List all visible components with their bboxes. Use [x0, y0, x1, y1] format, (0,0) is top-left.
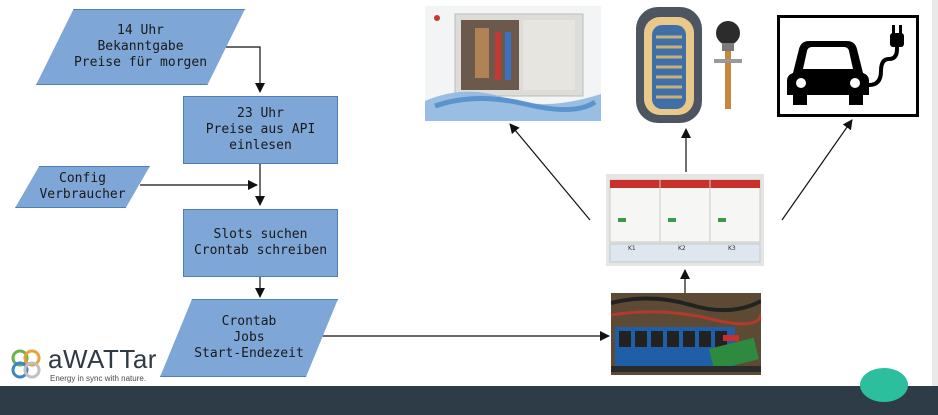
- arrow-contactor-to-heatpump: [509, 123, 591, 221]
- arrow-announce-to-read: [221, 46, 265, 93]
- contactor-label-k3: K3: [728, 245, 736, 252]
- slide-edge: [932, 0, 938, 386]
- contactor-label-k1: K1: [628, 245, 636, 252]
- footer-bar: [0, 386, 938, 415]
- contactor-panel-icon: K1 K2 K3: [606, 174, 764, 266]
- awattar-logo-tagline: Energy in sync with nature.: [50, 374, 147, 383]
- contactor-label-k2: K2: [678, 245, 686, 252]
- hot-water-boiler-icon: [626, 3, 748, 127]
- read-api-prices-node: 23 Uhr Preise aus API einlesen: [183, 96, 338, 164]
- next-slide-button[interactable]: [860, 368, 908, 402]
- crontab-jobs-node: Crontab Jobs Start-Endezeit: [160, 299, 338, 377]
- electric-car-charging-icon: [777, 15, 919, 117]
- heat-pump-unit-icon: [425, 6, 601, 121]
- awattar-logo-word: aWATTar: [48, 344, 157, 374]
- find-slots-node: Slots suchen Crontab schreiben: [183, 209, 338, 277]
- awattar-logo-mark-icon: [11, 349, 41, 379]
- awattar-logo: aWATTar Energy in sync with nature.: [8, 342, 168, 386]
- config-consumers-node: Config Verbraucher: [15, 166, 150, 208]
- arrow-contactor-to-ev: [781, 119, 853, 221]
- relay-board-icon: [611, 293, 761, 375]
